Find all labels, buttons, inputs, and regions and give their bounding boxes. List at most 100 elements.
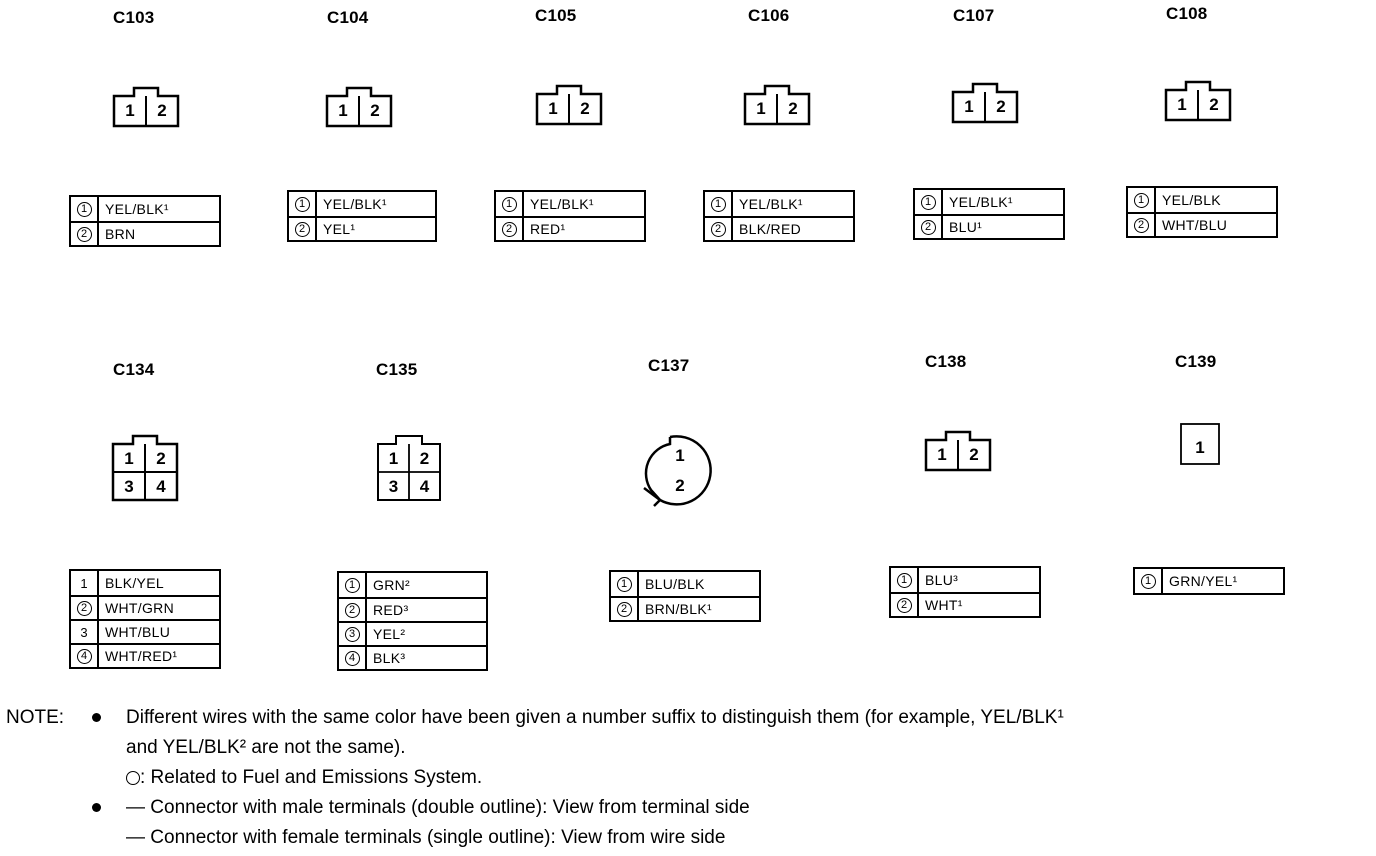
connector-face-icon	[1164, 80, 1232, 122]
pin-number: 1	[501, 196, 517, 212]
pin-label: 2	[1209, 95, 1219, 114]
note-line: — Connector with male terminals (double …	[126, 797, 750, 818]
note-line: and YEL/BLK² are not the same).	[126, 737, 406, 758]
wire-color: YEL/BLK¹	[105, 201, 169, 217]
pin-label: 2	[580, 99, 590, 118]
connector-face-icon	[377, 435, 441, 501]
wire-color: BLU¹	[949, 219, 983, 235]
wire-table: 1 BLK/YEL 2 WHT/GRN 3 WHT/BLU 4 WHT/RED¹	[69, 569, 221, 669]
connector-face-icon	[924, 430, 992, 472]
pin-number: 1	[1140, 573, 1156, 589]
pin-label: 2	[996, 97, 1006, 116]
bullet-icon	[92, 803, 101, 813]
pin-label: 2	[675, 476, 685, 495]
pin-number: 2	[76, 226, 92, 242]
wire-color: YEL¹	[323, 221, 356, 237]
wire-color: WHT/BLU	[1162, 217, 1228, 233]
pin-label: 2	[419, 449, 430, 468]
connector-title: C107	[953, 6, 995, 25]
wire-table: 1 YEL/BLK 2 WHT/BLU	[1126, 186, 1278, 238]
connector-face-icon	[112, 86, 180, 128]
note-label: NOTE:	[6, 707, 65, 728]
pin-number: 2	[616, 601, 632, 617]
pin-number: 1	[710, 196, 726, 212]
wire-color: YEL/BLK¹	[949, 194, 1013, 210]
pin-number: 3	[344, 626, 360, 642]
pin-number: 2	[896, 597, 912, 613]
connector-title: C108	[1166, 4, 1208, 23]
pin-label: 1	[548, 99, 558, 118]
wire-color: BLK³	[373, 650, 406, 666]
pin-label: 4	[156, 477, 166, 496]
connector-title: C135	[376, 360, 418, 379]
pin-label: 2	[370, 101, 380, 120]
pin-label: 1	[1195, 438, 1205, 457]
connector-face-icon	[951, 82, 1019, 124]
wire-color: WHT/GRN	[105, 600, 174, 616]
connector-face-icon	[1180, 423, 1220, 465]
wire-color: WHT¹	[925, 597, 963, 613]
pin-number: 2	[1133, 217, 1149, 233]
pin-label: 1	[124, 449, 134, 468]
connector-face-icon	[743, 84, 811, 126]
pin-label: 1	[125, 101, 135, 120]
pin-label: 1	[1177, 95, 1187, 114]
pin-label: 2	[157, 101, 167, 120]
pin-number: 1	[294, 196, 310, 212]
pin-label: 3	[388, 477, 399, 496]
pin-number: 3	[80, 624, 88, 640]
pin-number: 1	[1133, 192, 1149, 208]
pin-number: 2	[76, 600, 92, 616]
wire-color: BRN/BLK¹	[645, 601, 712, 617]
wire-color: BLK/RED	[739, 221, 802, 237]
wire-table: 1 GRN/YEL¹	[1133, 567, 1285, 595]
wire-color: BLU/BLK	[645, 576, 705, 592]
pin-number: 1	[76, 201, 92, 217]
pin-label: 2	[969, 445, 979, 464]
pin-number: 1	[920, 194, 936, 210]
connector-title: C104	[327, 8, 369, 27]
pin-label: 2	[156, 449, 166, 468]
pin-label: 1	[756, 99, 766, 118]
wire-color: BLU³	[925, 572, 959, 588]
pin-number: 2	[294, 221, 310, 237]
pin-number: 2	[501, 221, 517, 237]
pin-number: 4	[76, 648, 92, 664]
wire-color: YEL/BLK	[1162, 192, 1221, 208]
connector-face-icon	[111, 434, 179, 502]
pin-label: 1	[937, 445, 947, 464]
connector-face-icon	[325, 86, 393, 128]
pin-label: 1	[675, 446, 685, 465]
wire-table: 1 BLU³ 2 WHT¹	[889, 566, 1041, 618]
wire-color: GRN/YEL¹	[1169, 573, 1238, 589]
wire-color: YEL/BLK¹	[739, 196, 803, 212]
pin-label: 2	[788, 99, 798, 118]
wire-table: 1 BLU/BLK 2 BRN/BLK¹	[609, 570, 761, 622]
pin-label: 3	[124, 477, 134, 496]
wire-color: WHT/BLU	[105, 624, 171, 640]
circle-marker-icon	[126, 771, 140, 785]
pin-label: 1	[388, 449, 399, 468]
note-line: : Related to Fuel and Emissions System.	[140, 767, 483, 788]
pin-number: 1	[896, 572, 912, 588]
pin-number: 4	[344, 650, 360, 666]
wire-color: RED³	[373, 602, 409, 618]
wire-color: BLK/YEL	[105, 575, 164, 591]
wire-table: 1 YEL/BLK¹ 2 BLK/RED	[703, 190, 855, 242]
note-line: Different wires with the same color have…	[126, 707, 1064, 728]
round-connector-icon	[643, 435, 712, 507]
pin-number: 1	[80, 575, 88, 591]
wire-color: WHT/RED¹	[105, 648, 178, 664]
connector-title: C105	[535, 6, 577, 25]
bullet-icon	[92, 713, 101, 723]
pin-number: 2	[344, 602, 360, 618]
wire-color: YEL/BLK¹	[323, 196, 387, 212]
connector-title: C106	[748, 6, 790, 25]
pin-label: 4	[419, 477, 430, 496]
pin-number: 2	[710, 221, 726, 237]
pin-number: 1	[616, 576, 632, 592]
